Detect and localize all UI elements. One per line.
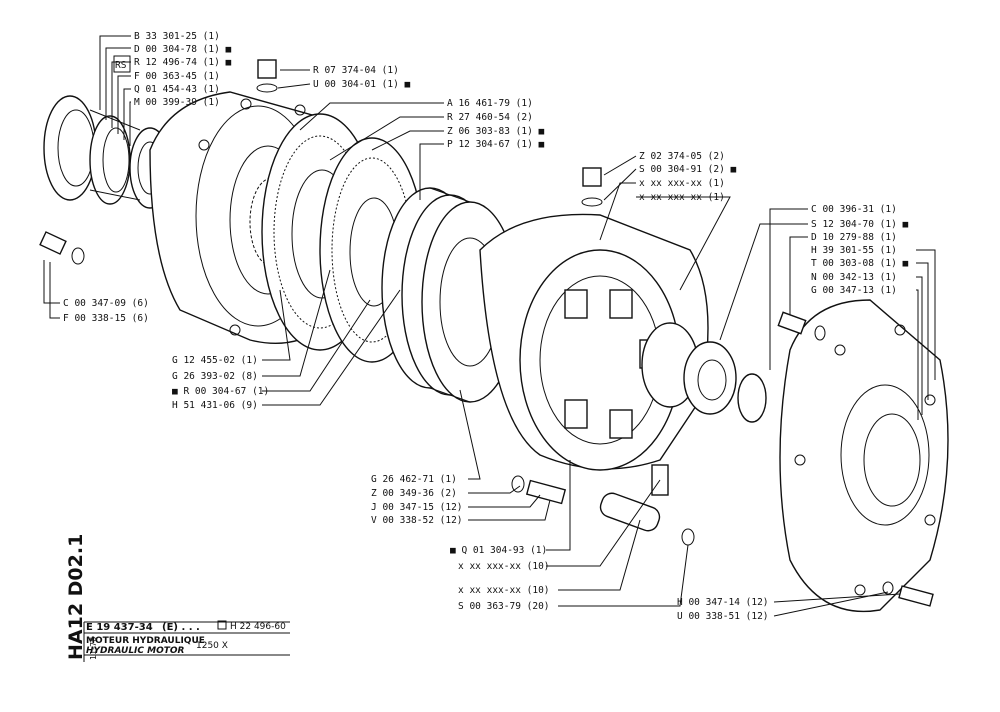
top-plug: [256, 59, 603, 207]
part-label: T 00 303-08 (1) ■: [811, 258, 909, 269]
part-label: x xx xxx-xx (10): [458, 585, 550, 596]
labels-right: C 00 396-31 (1) S 12 304-70 (1) ■ D 10 2…: [811, 204, 909, 296]
labels-left-top: B 33 301-25 (1) D 00 304-78 (1) ■ R 12 4…: [134, 31, 232, 108]
labels-center-left: G 12 455-02 (1) G 26 393-02 (8) ■ R 00 3…: [172, 355, 269, 411]
leader-lines: [43, 35, 936, 617]
part-label: x xx xxx-xx (1): [639, 192, 725, 203]
part-label: A 16 461-79 (1): [447, 98, 533, 109]
labels-bottom-right: H 00 347-14 (12) U 00 338-51 (12): [677, 597, 769, 622]
part-label: G 26 393-02 (8): [172, 371, 258, 382]
part-label: S 12 304-70 (1) ■: [811, 219, 909, 230]
part-label: H 51 431-06 (9): [172, 400, 258, 411]
part-label: M 00 399-39 (1): [134, 97, 220, 108]
reference-number: H 22 496-60: [230, 622, 286, 632]
part-label: F 00 338-15 (6): [63, 313, 149, 324]
labels-bottom: ■ Q 01 304-93 (1) x xx xxx-xx (10) x xx …: [450, 545, 550, 612]
part-label: B 33 301-25 (1): [134, 31, 220, 42]
labels-center-bottom: G 26 462-71 (1) Z 00 349-36 (2) J 00 347…: [371, 474, 463, 526]
part-label: U 00 304-01 (1) ■: [313, 79, 411, 90]
model-number: 1250 X: [196, 641, 228, 651]
part-label: x xx xxx-xx (10): [458, 561, 550, 572]
part-label: H 39 301-55 (1): [811, 245, 897, 256]
drawing-number: E 19 437-34: [86, 622, 153, 633]
part-label: G 12 455-02 (1): [172, 355, 258, 366]
part-label: Q 01 454-43 (1): [134, 84, 220, 95]
part-label: Z 00 349-36 (2): [371, 488, 457, 499]
drawing-revision: (E) . . .: [162, 622, 200, 633]
part-label: G 26 462-71 (1): [371, 474, 457, 485]
part-label: N 00 342-13 (1): [811, 272, 897, 283]
part-label: S 00 363-79 (20): [458, 601, 550, 612]
part-label: G 00 347-13 (1): [811, 285, 897, 296]
rs-marker: RS: [113, 55, 131, 73]
small-fittings: [39, 231, 934, 607]
part-label: R 12 496-74 (1) ■: [134, 57, 232, 68]
title-english: HYDRAULIC MOTOR: [86, 646, 185, 656]
labels-top-center: R 07 374-04 (1) U 00 304-01 (1) ■: [313, 65, 411, 90]
rs-marker-text: RS: [115, 60, 127, 71]
end-cover: [779, 299, 949, 613]
part-label: F 00 363-45 (1): [134, 71, 220, 82]
part-label: x xx xxx-xx (1): [639, 178, 725, 189]
title-french: MOTEUR HYDRAULIQUE: [86, 636, 205, 646]
part-label: P 12 304-67 (1) ■: [447, 139, 545, 150]
part-label: J 00 347-15 (12): [371, 502, 463, 513]
part-label: V 00 338-52 (12): [371, 515, 463, 526]
labels-mid-top: Z 02 374-05 (2) S 00 304-91 (2) ■ x xx x…: [639, 151, 737, 203]
part-label: C 00 347-09 (6): [63, 298, 149, 309]
part-label: R 27 460-54 (2): [447, 112, 533, 123]
part-label: S 00 304-91 (2) ■: [639, 164, 737, 175]
part-label: ■ Q 01 304-93 (1): [450, 545, 547, 556]
rotor-housing: [479, 213, 767, 471]
document-code: HA12 D02.1: [65, 534, 87, 660]
part-label: D 10 279-88 (1): [811, 232, 897, 243]
part-label: D 00 304-78 (1) ■: [134, 44, 232, 55]
labels-top-right: A 16 461-79 (1) R 27 460-54 (2) Z 06 303…: [447, 98, 545, 150]
part-label: C 00 396-31 (1): [811, 204, 897, 215]
part-label: U 00 338-51 (12): [677, 611, 769, 622]
part-label: H 00 347-14 (12): [677, 597, 769, 608]
title-block: HA12 D02.1 11-76 E 19 437-34 (E) . . . H…: [65, 534, 290, 662]
document-date: 11-76: [89, 637, 98, 660]
part-label: ■ R 00 304-67 (1): [172, 386, 269, 397]
part-label: Z 02 374-05 (2): [639, 151, 725, 162]
labels-left-mid: C 00 347-09 (6) F 00 338-15 (6): [63, 298, 149, 324]
part-label: R 07 374-04 (1): [313, 65, 399, 76]
part-label: Z 06 303-83 (1) ■: [447, 126, 545, 137]
